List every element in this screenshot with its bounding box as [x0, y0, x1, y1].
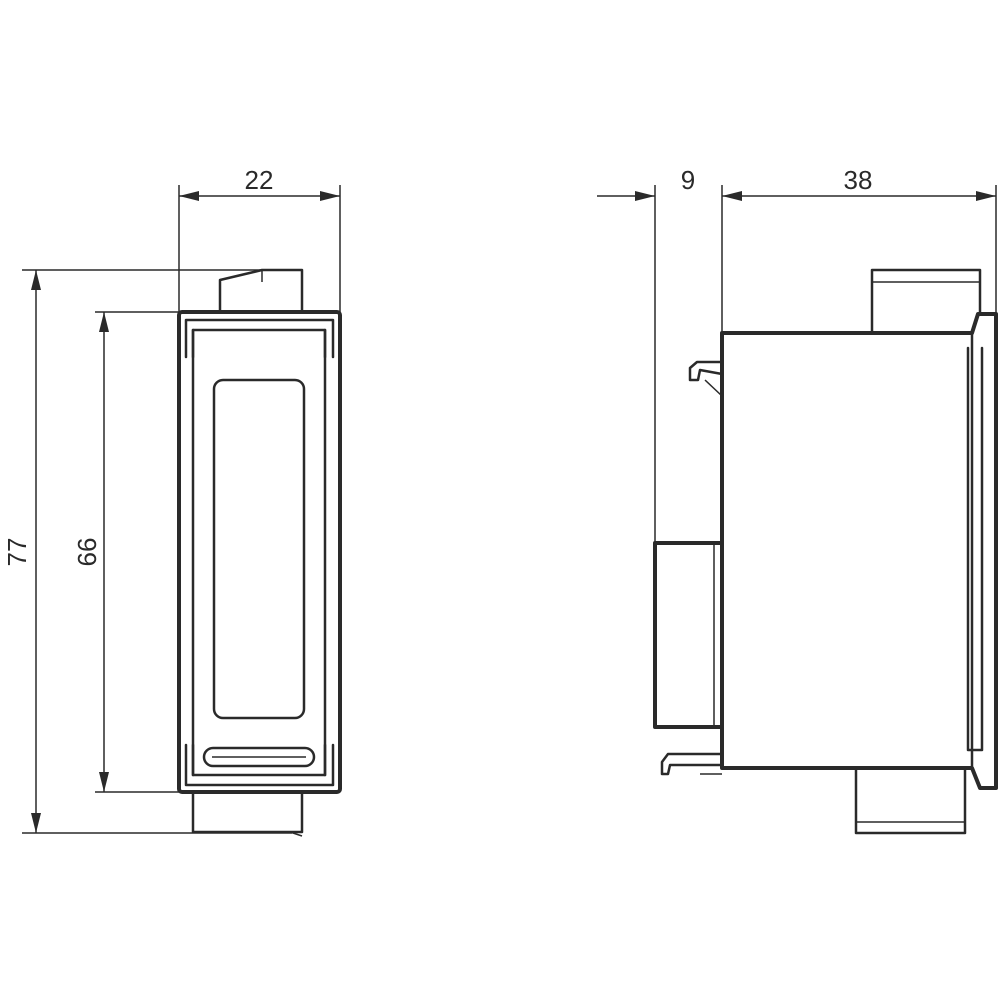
side-top-terminal [870, 268, 982, 335]
side-bottom-latch [660, 752, 724, 776]
dimension-label-66: 66 [72, 538, 102, 567]
front-view [177, 268, 342, 837]
dimension-label-22: 22 [245, 165, 274, 195]
front-bottom-slot [202, 746, 316, 768]
front-top-connector [218, 268, 304, 314]
dimension-front-width: 22 [178, 165, 341, 312]
front-inner-frame [184, 318, 335, 359]
dimension-label-77: 77 [2, 538, 32, 567]
side-view [653, 268, 998, 835]
front-housing [177, 310, 342, 794]
front-label-window [212, 378, 306, 720]
dimension-side-depth: 38 [722, 165, 997, 314]
side-bottom-terminal [854, 766, 967, 835]
dimension-front-body-height: 66 [72, 311, 179, 793]
dimension-label-38: 38 [844, 165, 873, 195]
side-din-clip [653, 541, 724, 729]
side-front-cover [966, 346, 984, 752]
side-housing [720, 312, 998, 790]
side-top-latch [688, 360, 724, 382]
dimension-label-9: 9 [681, 165, 695, 195]
dimension-front-total-height: 77 [2, 269, 292, 834]
front-bottom-connector [191, 790, 304, 834]
